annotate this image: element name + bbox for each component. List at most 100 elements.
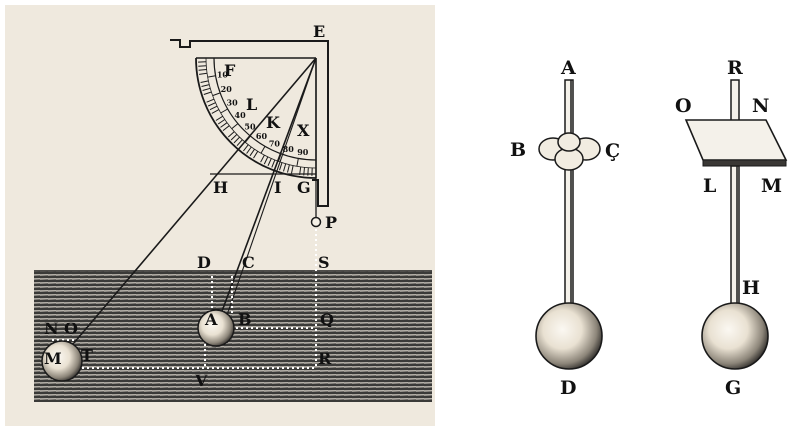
quadrant-tick xyxy=(283,163,287,172)
label-E: E xyxy=(313,22,325,41)
cork-lobe-top xyxy=(557,132,581,152)
quadrant-scale-number: 40 xyxy=(235,110,247,120)
line-E-to-A-2 xyxy=(225,57,317,319)
quadrant-scale-number: 90 xyxy=(297,147,309,157)
quadrant-tick xyxy=(279,162,283,171)
label-V: V xyxy=(194,371,208,390)
label-P: P xyxy=(325,213,337,232)
label-O: O xyxy=(64,319,78,338)
right-label-N: N xyxy=(752,95,769,117)
quadrant-arc-outer xyxy=(195,57,317,179)
right-label-H: H xyxy=(742,277,760,299)
right-rod-lower xyxy=(730,165,740,307)
quadrant-tick xyxy=(303,167,305,176)
quadrant-tick xyxy=(198,65,207,67)
quadrant-tick xyxy=(246,146,252,154)
label-D: D xyxy=(197,253,211,272)
right-label-O: O xyxy=(675,95,692,117)
quadrant-tick xyxy=(211,109,220,114)
label-M: M xyxy=(44,349,62,368)
middle-label-D: D xyxy=(560,377,576,399)
label-S: S xyxy=(318,253,330,272)
bob-P xyxy=(310,216,322,228)
quadrant-tick xyxy=(253,151,259,159)
quadrant-tick xyxy=(267,158,272,167)
quadrant-tick xyxy=(207,102,216,107)
water-body xyxy=(34,271,432,402)
label-F: F xyxy=(224,61,236,80)
quadrant-tick xyxy=(220,122,228,128)
label-Q: Q xyxy=(320,310,334,329)
quadrant-scale-number: 30 xyxy=(227,98,239,108)
cork-BC xyxy=(538,132,601,171)
label-K: K xyxy=(266,113,281,132)
plate-LMNO xyxy=(684,119,788,161)
line-E-to-M xyxy=(61,57,317,358)
quadrant-tick xyxy=(299,166,302,175)
quadrant-arc-mid xyxy=(205,57,317,169)
quadrant-tick xyxy=(203,91,212,95)
right-label-G: G xyxy=(725,377,741,399)
quadrant-tick xyxy=(260,154,265,163)
quadrant-tick xyxy=(291,165,294,174)
quadrant-tick xyxy=(236,139,243,147)
middle-label-C: Ç xyxy=(605,140,620,162)
quadrant-tick xyxy=(233,136,240,144)
right-label-R: R xyxy=(727,57,743,79)
plate-edge xyxy=(702,159,787,167)
quadrant-tick xyxy=(220,108,228,114)
label-A: A xyxy=(204,310,218,329)
quadrant-tick xyxy=(215,115,223,121)
quadrant-tick xyxy=(202,87,211,91)
middle-label-A: A xyxy=(560,57,576,79)
quadrant-tick xyxy=(201,84,210,87)
right-label-M: M xyxy=(761,175,782,197)
quadrant-tick xyxy=(230,134,238,141)
quadrant-tick xyxy=(200,80,209,83)
label-B: B xyxy=(238,310,252,329)
label-N: N xyxy=(44,319,59,338)
label-G: G xyxy=(297,178,311,197)
quadrant-tick xyxy=(227,131,235,138)
quadrant-scale-number: 60 xyxy=(256,131,268,141)
quadrant-tick xyxy=(206,98,215,103)
quadrant-tick xyxy=(296,158,299,167)
quadrant-tick xyxy=(222,125,230,131)
middle-rod xyxy=(564,79,574,311)
quadrant-tick xyxy=(199,72,208,75)
quadrant-tick xyxy=(307,167,309,176)
quadrant-scale-number: 20 xyxy=(221,84,233,94)
ball-A xyxy=(197,309,235,347)
label-C: C xyxy=(242,253,255,272)
quadrant-tick xyxy=(263,156,269,165)
quadrant-tick xyxy=(243,144,249,152)
left-labels: E F L K X H I G P D C S N O A B Q M T V … xyxy=(44,22,337,390)
quadrant-tick xyxy=(231,123,239,130)
label-R: R xyxy=(318,349,332,368)
quadrant-scale-number: 10 xyxy=(217,70,229,80)
middle-ball xyxy=(535,302,603,370)
label-X: X xyxy=(297,121,310,140)
quadrant-scale-number: 80 xyxy=(283,144,295,154)
label-T: T xyxy=(81,346,93,365)
quadrant-tick xyxy=(217,119,226,125)
quadrant-scale-number: 70 xyxy=(269,138,281,148)
dotted-lines xyxy=(52,224,317,369)
right-label-L: L xyxy=(703,175,716,197)
frame-top-bar xyxy=(170,39,329,207)
quadrant-tick xyxy=(260,146,266,154)
quadrant-arc-inner xyxy=(213,57,317,161)
right-figure: R O N L M H G xyxy=(675,57,788,399)
quadrant-tick xyxy=(207,75,216,78)
middle-figure: A B Ç D xyxy=(510,57,620,399)
quadrant-tick xyxy=(249,148,255,157)
line-E-to-A xyxy=(217,57,317,323)
quadrant-tick xyxy=(287,164,290,173)
quadrant-scale-number: 50 xyxy=(244,121,256,131)
quadrant-tick xyxy=(212,92,221,97)
plumb-lines xyxy=(61,57,317,358)
quadrant-tick xyxy=(198,69,207,71)
